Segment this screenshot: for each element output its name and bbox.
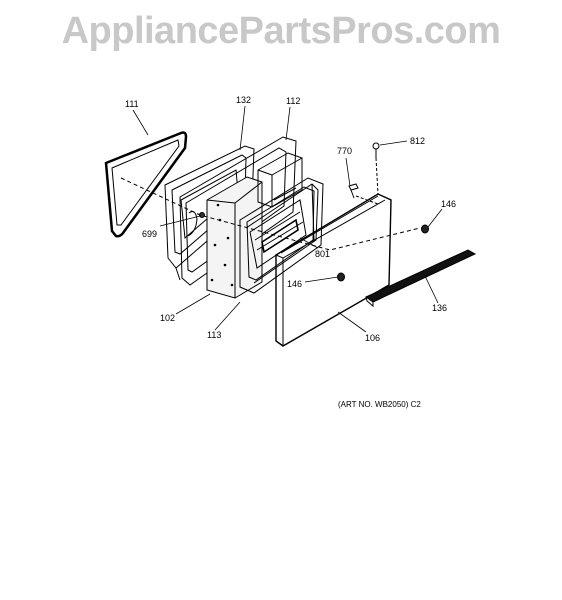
callout-132: 132 bbox=[236, 95, 251, 105]
part-146-bumper-lower bbox=[337, 272, 345, 282]
callout-106: 106 bbox=[365, 333, 380, 343]
callout-102: 102 bbox=[160, 313, 175, 323]
watermark-logo: AppliancePartsPros.com bbox=[61, 10, 501, 52]
part-136-handle-trim bbox=[365, 249, 477, 308]
part-102-insulation bbox=[206, 176, 263, 299]
callout-699: 699 bbox=[142, 229, 157, 239]
art-number-label: (ART NO. WB2050) C2 bbox=[338, 400, 421, 409]
part-812-screw bbox=[372, 142, 380, 158]
part-146-bumper-upper bbox=[421, 224, 429, 234]
screw-axis-line bbox=[375, 157, 379, 195]
part-106-outer-door-panel bbox=[275, 193, 392, 347]
callout-801: 801 bbox=[315, 249, 330, 259]
part-112-inner-panel bbox=[179, 136, 297, 286]
screw-770-axis-line bbox=[355, 195, 379, 205]
part-111-gasket bbox=[104, 131, 188, 238]
part-top-liner-box bbox=[257, 152, 303, 208]
callout-770: 770 bbox=[337, 146, 352, 156]
part-801-inner-glass bbox=[245, 183, 319, 284]
leader-lines bbox=[132, 105, 443, 333]
assembly-axis-line bbox=[120, 177, 421, 251]
part-770-screw bbox=[348, 183, 359, 199]
callout-112: 112 bbox=[286, 96, 300, 106]
callout-812: 812 bbox=[410, 136, 425, 146]
callout-136: 136 bbox=[432, 303, 447, 313]
callout-113: 113 bbox=[207, 330, 221, 340]
callout-146-upper: 146 bbox=[441, 199, 456, 209]
part-113-door-liner bbox=[239, 177, 324, 294]
callout-111: 111 bbox=[125, 99, 139, 109]
callout-146-lower: 146 bbox=[287, 279, 302, 289]
